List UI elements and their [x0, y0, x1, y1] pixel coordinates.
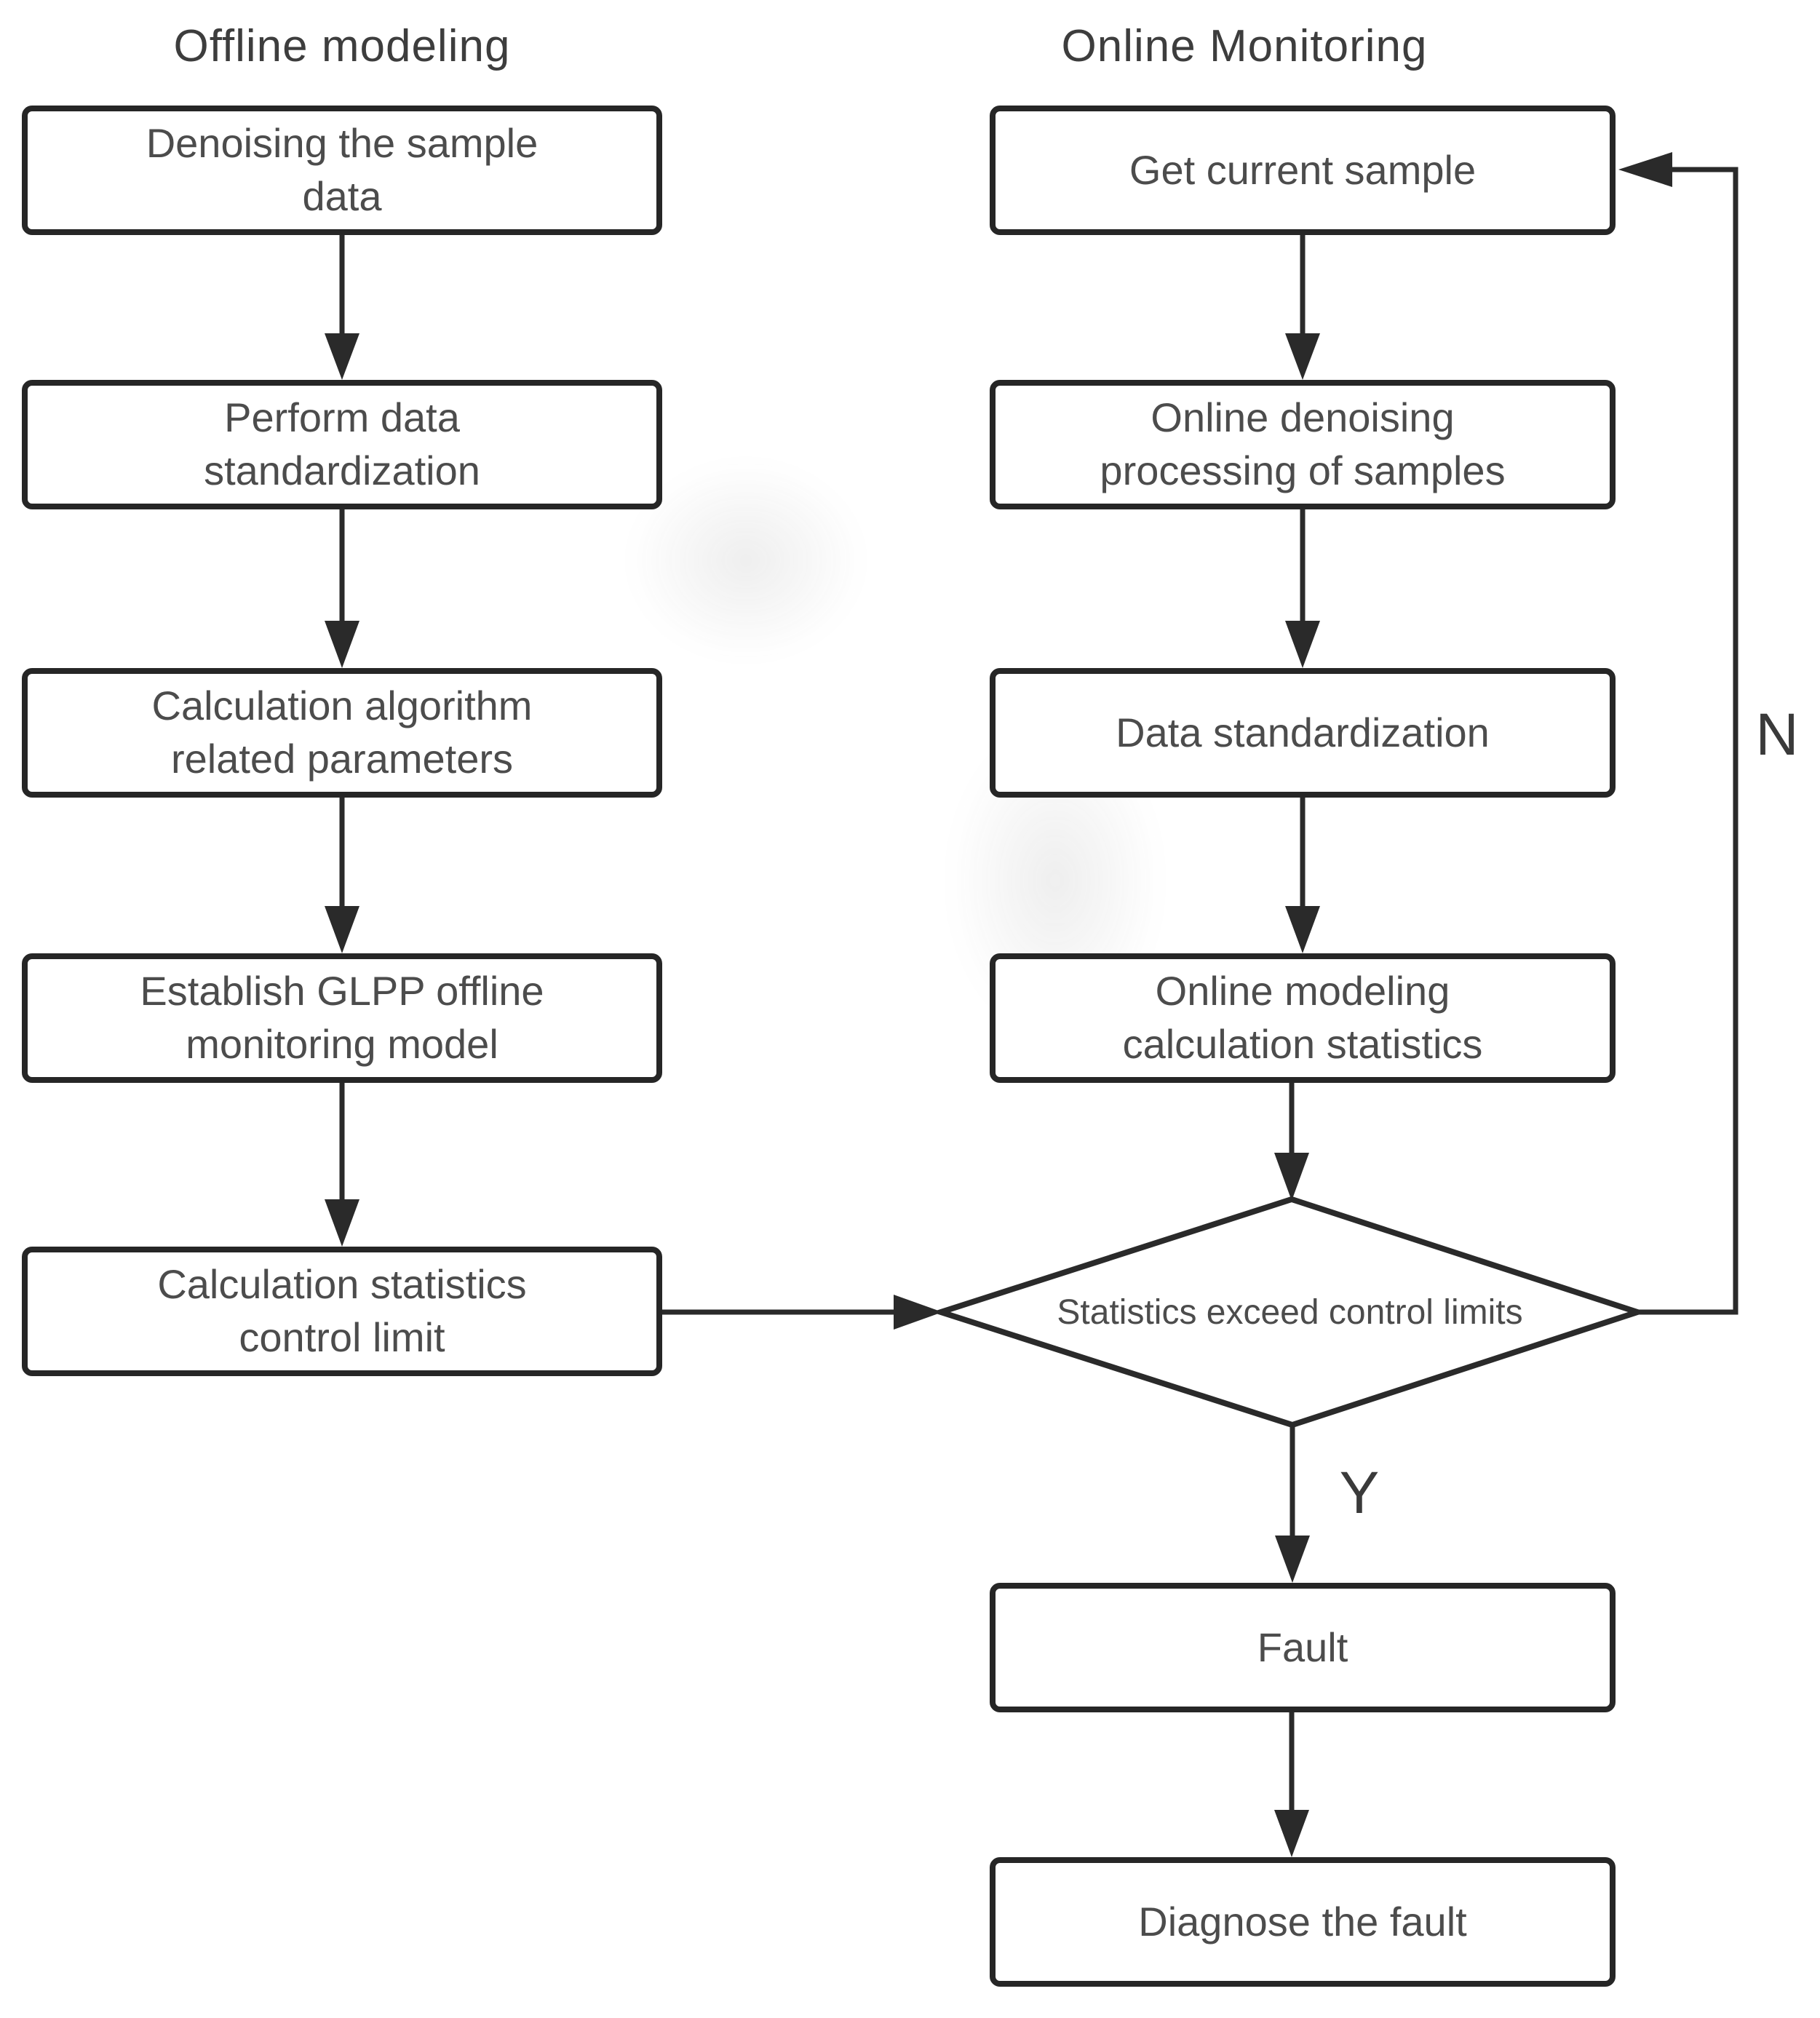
node-calculation-statistics-control-limit: Calculation statistics control limit	[22, 1247, 662, 1376]
arrowhead-feedback-getsample	[1618, 152, 1672, 187]
arrowhead-fault-diagnose	[1274, 1810, 1309, 1857]
node-perform-data-standardization: Perform data standardization	[22, 380, 662, 509]
node-fault: Fault	[990, 1583, 1616, 1712]
node-online-modeling-statistics: Online modeling calculation statistics	[990, 953, 1616, 1083]
arrowhead-controllimit-decision	[894, 1295, 942, 1330]
node-data-standardization: Data standardization	[990, 668, 1616, 798]
decision-label: Statistics exceed control limits	[1057, 1292, 1523, 1332]
arrowhead-online-4-decision	[1274, 1153, 1309, 1201]
branch-yes-label: Y	[1339, 1460, 1380, 1526]
arrowhead-offline-3-4	[325, 906, 359, 953]
arrowhead-decision-fault	[1275, 1536, 1310, 1583]
connector-feedback-loop	[1637, 167, 1738, 1315]
arrowhead-online-1-2	[1285, 333, 1320, 380]
branch-no-label: N	[1755, 702, 1799, 768]
node-establish-glpp-model: Establish GLPP offline monitoring model	[22, 953, 662, 1083]
decision-diamond	[931, 1196, 1647, 1429]
arrowhead-offline-4-5	[325, 1199, 359, 1247]
arrowhead-online-2-3	[1285, 621, 1320, 668]
node-get-current-sample: Get current sample	[990, 106, 1616, 235]
arrowhead-online-3-4	[1285, 906, 1320, 953]
node-denoising-sample-data: Denoising the sample data	[22, 106, 662, 235]
node-diagnose-fault: Diagnose the fault	[990, 1857, 1616, 1987]
arrowhead-offline-2-3	[325, 621, 359, 668]
node-online-denoising-processing: Online denoising processing of samples	[990, 380, 1616, 509]
online-column-title: Online Monitoring	[1061, 21, 1428, 71]
node-calculation-algorithm-parameters: Calculation algorithm related parameters	[22, 668, 662, 798]
offline-column-title: Offline modeling	[173, 21, 511, 71]
arrowhead-offline-1-2	[325, 333, 359, 380]
